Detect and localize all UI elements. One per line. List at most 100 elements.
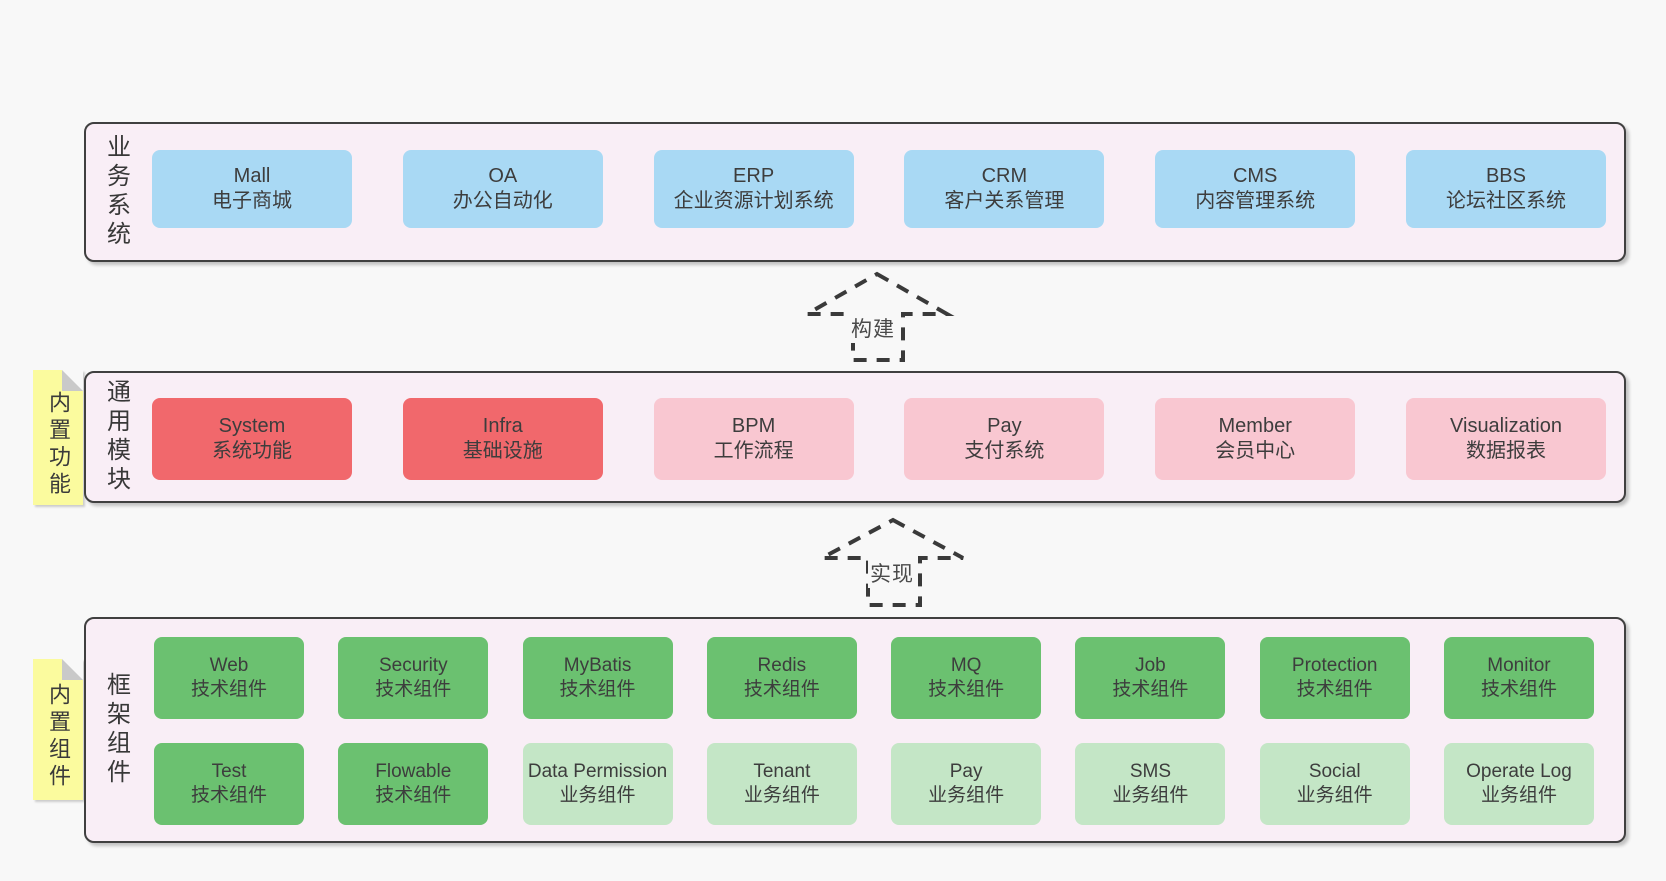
module-desc: 技术组件 bbox=[1480, 679, 1557, 700]
module-box-bbs: BBS 论坛社区系统 bbox=[1405, 150, 1606, 228]
module-box-bpm: BPM 工作流程 bbox=[653, 398, 854, 480]
module-desc: 技术组件 bbox=[375, 785, 452, 806]
module-desc: 技术组件 bbox=[190, 785, 267, 806]
module-desc: 技术组件 bbox=[928, 679, 1005, 700]
sticky-note-label: 内置功能 bbox=[46, 390, 71, 499]
module-box-mybatis: MyBatis 技术组件 bbox=[522, 637, 673, 719]
band-business-systems: 业务系统 Mall 电子商城 OA 办公自动化 ERP 企业资源计划系统 CRM 客户关系管理… bbox=[84, 122, 1626, 262]
module-desc: 企业资源计划系统 bbox=[673, 190, 834, 212]
module-name: Pay bbox=[987, 415, 1022, 437]
module-desc: 业务组件 bbox=[1112, 785, 1189, 806]
module-name: Redis bbox=[757, 655, 807, 676]
arrow-label-build: 构建 bbox=[849, 313, 897, 343]
module-name: Security bbox=[378, 655, 448, 676]
module-name: Flowable bbox=[375, 761, 452, 782]
module-desc: 技术组件 bbox=[1112, 679, 1189, 700]
module-desc: 技术组件 bbox=[190, 679, 267, 700]
module-box-visualization: Visualization 数据报表 bbox=[1405, 398, 1606, 480]
module-box-pay: Pay 业务组件 bbox=[891, 743, 1042, 825]
module-desc: 业务组件 bbox=[559, 785, 636, 806]
module-name: SMS bbox=[1129, 761, 1171, 782]
module-name: Data Permission bbox=[527, 761, 668, 782]
module-desc: 业务组件 bbox=[1296, 785, 1373, 806]
module-desc: 电子商城 bbox=[212, 190, 292, 212]
module-name: Mall bbox=[233, 165, 271, 187]
module-desc: 基础设施 bbox=[462, 440, 543, 462]
module-desc: 业务组件 bbox=[743, 785, 820, 806]
business-systems-row: Mall 电子商城 OA 办公自动化 ERP 企业资源计划系统 CRM 客户关系管理 CMS 内容… bbox=[152, 150, 1606, 228]
module-desc: 论坛社区系统 bbox=[1445, 190, 1566, 212]
module-box-tenant: Tenant 业务组件 bbox=[706, 743, 857, 825]
module-box-oa: OA 办公自动化 bbox=[402, 150, 603, 228]
module-name: Operate Log bbox=[1466, 761, 1572, 782]
module-desc: 业务组件 bbox=[1480, 785, 1557, 806]
module-name: CRM bbox=[981, 165, 1028, 187]
module-box-protection: Protection 技术组件 bbox=[1259, 637, 1410, 719]
module-desc: 数据报表 bbox=[1465, 440, 1546, 462]
module-box-mq: MQ 技术组件 bbox=[891, 637, 1042, 719]
module-desc: 支付系统 bbox=[964, 440, 1045, 462]
module-desc: 客户关系管理 bbox=[944, 190, 1065, 212]
arrow-label-implement: 实现 bbox=[868, 558, 916, 588]
sticky-note-built-in-components: 内置组件 bbox=[33, 659, 83, 800]
sticky-note-label: 内置组件 bbox=[46, 682, 71, 791]
module-name: ERP bbox=[733, 165, 775, 187]
module-desc: 会员中心 bbox=[1215, 440, 1296, 462]
module-box-erp: ERP 企业资源计划系统 bbox=[653, 150, 854, 228]
module-box-sms: SMS 业务组件 bbox=[1075, 743, 1226, 825]
module-box-crm: CRM 客户关系管理 bbox=[904, 150, 1105, 228]
module-desc: 内容管理系统 bbox=[1195, 190, 1316, 212]
module-name: Member bbox=[1218, 415, 1292, 437]
module-name: MQ bbox=[950, 655, 982, 676]
module-box-pay: Pay 支付系统 bbox=[904, 398, 1105, 480]
module-name: Pay bbox=[949, 761, 983, 782]
module-name: Infra bbox=[482, 415, 523, 437]
module-name: Web bbox=[209, 655, 249, 676]
module-name: MyBatis bbox=[563, 655, 632, 676]
module-desc: 技术组件 bbox=[743, 679, 820, 700]
module-box-infra: Infra 基础设施 bbox=[402, 398, 603, 480]
module-box-mall: Mall 电子商城 bbox=[152, 150, 352, 228]
module-box-system: System 系统功能 bbox=[152, 398, 352, 480]
module-desc: 技术组件 bbox=[559, 679, 636, 700]
module-box-security: Security 技术组件 bbox=[338, 637, 489, 719]
common-modules-row: System 系统功能 Infra 基础设施 BPM 工作流程 Pay 支付系统 Member 会… bbox=[152, 398, 1606, 480]
module-box-job: Job 技术组件 bbox=[1075, 637, 1226, 719]
module-box-data-permission: Data Permission 业务组件 bbox=[522, 743, 673, 825]
module-box-member: Member 会员中心 bbox=[1155, 398, 1356, 480]
module-name: Social bbox=[1308, 761, 1361, 782]
module-desc: 技术组件 bbox=[1296, 679, 1373, 700]
band-label: 框架组件 bbox=[102, 672, 130, 788]
module-name: BPM bbox=[731, 415, 776, 437]
module-box-web: Web 技术组件 bbox=[154, 637, 304, 719]
module-name: Visualization bbox=[1450, 415, 1562, 437]
module-box-cms: CMS 内容管理系统 bbox=[1155, 150, 1356, 228]
module-desc: 业务组件 bbox=[928, 785, 1005, 806]
sticky-note-built-in-features: 内置功能 bbox=[33, 370, 83, 505]
module-box-test: Test 技术组件 bbox=[154, 743, 304, 825]
module-box-flowable: Flowable 技术组件 bbox=[338, 743, 489, 825]
band-label: 业务系统 bbox=[102, 134, 130, 250]
module-name: Test bbox=[211, 761, 247, 782]
module-box-monitor: Monitor 技术组件 bbox=[1443, 637, 1594, 719]
module-box-redis: Redis 技术组件 bbox=[706, 637, 857, 719]
module-name: System bbox=[218, 415, 286, 437]
module-desc: 系统功能 bbox=[212, 440, 292, 462]
module-name: Protection bbox=[1291, 655, 1378, 676]
module-name: CMS bbox=[1232, 165, 1278, 187]
module-box-operate-log: Operate Log 业务组件 bbox=[1443, 743, 1594, 825]
module-name: Job bbox=[1135, 655, 1166, 676]
module-name: BBS bbox=[1485, 165, 1526, 187]
module-box-social: Social 业务组件 bbox=[1259, 743, 1410, 825]
module-name: Monitor bbox=[1487, 655, 1551, 676]
module-name: OA bbox=[488, 165, 518, 187]
module-desc: 工作流程 bbox=[713, 440, 794, 462]
module-desc: 技术组件 bbox=[375, 679, 452, 700]
module-desc: 办公自动化 bbox=[452, 190, 553, 212]
module-name: Tenant bbox=[753, 761, 811, 782]
